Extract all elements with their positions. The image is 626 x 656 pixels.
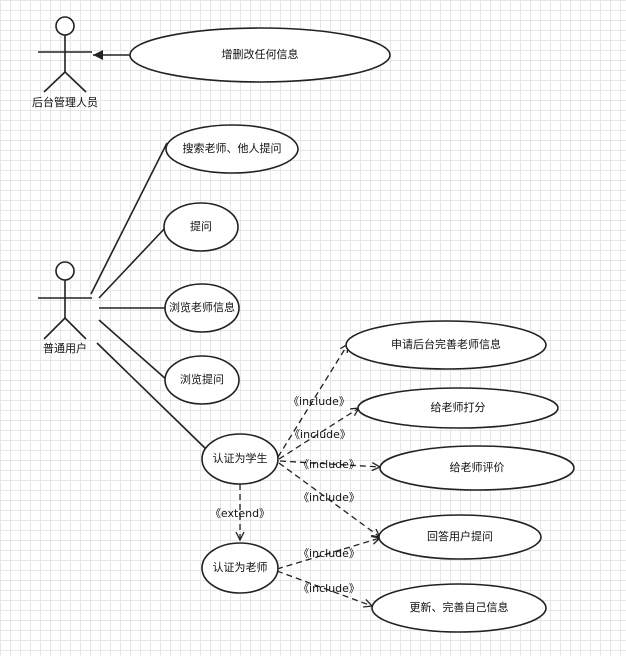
usecase-ask[interactable]: 提问 xyxy=(163,202,239,252)
association-user-student xyxy=(96,342,208,451)
usecase-search-label: 搜索老师、他人提问 xyxy=(183,141,282,155)
stereotype-include-answer: 《include》 xyxy=(298,491,360,504)
association-user-ask xyxy=(98,226,167,299)
usecase-update-label: 更新、完善自己信息 xyxy=(410,600,509,614)
usecase-rate[interactable]: 给老师打分 xyxy=(357,387,559,429)
actor-admin-label: 后台管理人员 xyxy=(32,95,98,109)
usecase-manage-info-label: 增删改任何信息 xyxy=(222,47,299,61)
association-user-browse-questions xyxy=(98,319,168,381)
include-student-apply xyxy=(277,344,348,458)
usecase-browse-teacher[interactable]: 浏览老师信息 xyxy=(164,283,240,333)
actor-admin[interactable]: 后台管理人员 xyxy=(32,16,98,109)
usecase-answer[interactable]: 回答用户提问 xyxy=(378,514,542,560)
association-user-search xyxy=(90,142,168,295)
usecase-browse-questions-label: 浏览提问 xyxy=(180,372,224,386)
usecase-browse-questions[interactable]: 浏览提问 xyxy=(164,355,240,405)
stereotype-include-review: 《include》 xyxy=(298,458,360,471)
usecase-teacher-label: 认证为老师 xyxy=(213,561,268,574)
usecase-answer-label: 回答用户提问 xyxy=(427,529,493,543)
usecase-review[interactable]: 给老师评价 xyxy=(379,445,575,491)
include-teacher-answer xyxy=(276,538,380,570)
include-student-review xyxy=(279,460,380,467)
stick-figure-icon xyxy=(38,261,92,340)
stick-figure-icon xyxy=(38,16,92,93)
actor-user-label: 普通用户 xyxy=(43,341,87,355)
stereotype-extend: 《extend》 xyxy=(210,507,270,520)
actor-user[interactable]: 普通用户 xyxy=(38,261,92,355)
usecase-search[interactable]: 搜索老师、他人提问 xyxy=(165,124,299,174)
stereotype-include-apply: 《include》 xyxy=(288,395,350,408)
usecase-manage-info[interactable]: 增删改任何信息 xyxy=(129,27,391,83)
usecase-apply-label: 申请后台完善老师信息 xyxy=(391,337,501,351)
usecase-teacher[interactable]: 认证为老师 xyxy=(201,542,279,594)
associations xyxy=(90,50,208,451)
stereotype-labels: 《include》 《include》 《include》 《include》 … xyxy=(210,395,360,595)
usecase-rate-label: 给老师打分 xyxy=(431,400,486,414)
usecase-browse-teacher-label: 浏览老师信息 xyxy=(169,300,235,314)
usecase-review-label: 给老师评价 xyxy=(450,461,505,474)
include-student-rate xyxy=(278,408,359,460)
include-student-answer xyxy=(278,462,380,537)
include-teacher-update xyxy=(276,570,372,606)
stereotype-include-teacher-answer: 《include》 xyxy=(298,547,360,560)
usecase-update[interactable]: 更新、完善自己信息 xyxy=(371,583,547,633)
usecase-ask-label: 提问 xyxy=(190,220,212,233)
usecase-apply[interactable]: 申请后台完善老师信息 xyxy=(345,320,547,370)
usecase-student[interactable]: 认证为学生 xyxy=(201,433,279,485)
usecase-student-label: 认证为学生 xyxy=(213,451,268,465)
dependencies xyxy=(240,344,380,606)
stereotype-include-rate: 《include》 xyxy=(289,428,351,441)
stereotype-include-update: 《include》 xyxy=(298,582,360,595)
